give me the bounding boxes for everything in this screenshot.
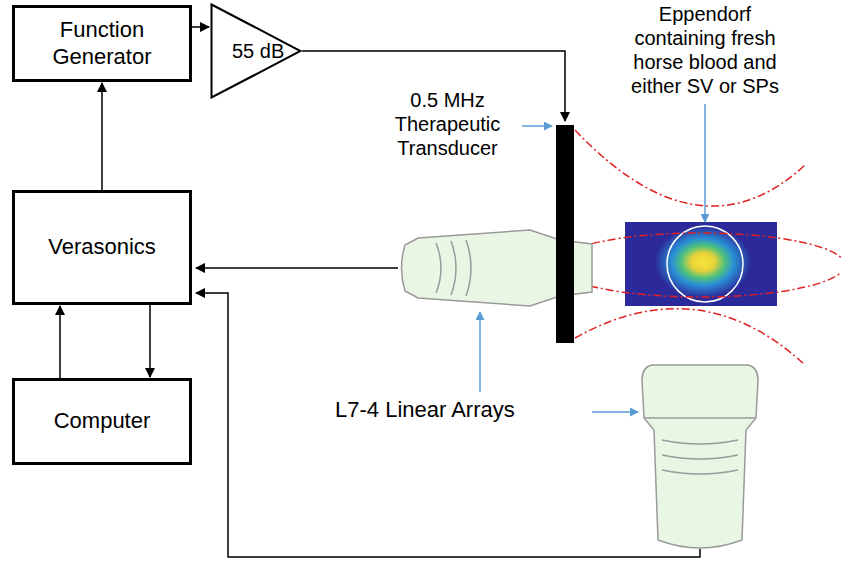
heat-spot xyxy=(655,226,751,298)
connector-arrow xyxy=(149,305,151,377)
therapeutic-transducer xyxy=(556,125,574,343)
node-text: 55 dB xyxy=(232,39,284,63)
signal-wire xyxy=(196,293,700,557)
eppendorf-outline xyxy=(667,226,743,302)
connector-arrow xyxy=(192,26,209,28)
linear-array-probe xyxy=(642,365,758,548)
sample-label: Eppendorf containing fresh horse blood a… xyxy=(615,2,795,98)
therapy-beam xyxy=(575,309,805,365)
triangle-shape xyxy=(212,5,301,98)
amplifier-triangle: 55 dB xyxy=(210,3,302,99)
process-box: Function Generator xyxy=(12,5,192,82)
connector-arrow xyxy=(101,83,103,190)
callout-arrow xyxy=(522,125,552,127)
signal-wire xyxy=(196,267,398,269)
node-text: Verasonics xyxy=(48,234,156,260)
array-label: L7-4 Linear Arrays xyxy=(335,397,515,423)
callout-arrow xyxy=(592,411,638,413)
callout-arrow xyxy=(704,104,706,222)
process-box: Verasonics xyxy=(12,190,192,305)
transducer-label: 0.5 MHz Therapeutic Transducer xyxy=(380,88,515,160)
connector-arrow xyxy=(59,306,61,378)
process-box: Computer xyxy=(12,378,192,465)
node-text: Function Generator xyxy=(24,17,180,70)
imaging-beam xyxy=(555,233,841,297)
node-text: Computer xyxy=(54,408,151,434)
callout-arrow xyxy=(479,312,481,392)
therapy-beam xyxy=(575,130,805,206)
